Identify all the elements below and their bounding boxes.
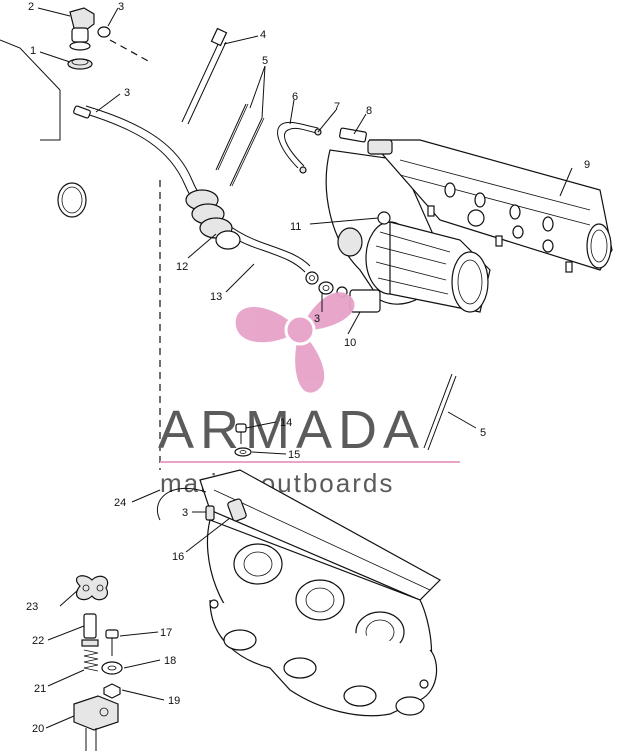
elbow-fitting	[69, 7, 95, 51]
washer-nut	[305, 271, 334, 295]
callout-17: 17	[160, 627, 172, 639]
callout-24: 24	[114, 497, 126, 509]
nut	[103, 683, 121, 699]
callout-3: 3	[314, 313, 320, 325]
callout-3: 3	[124, 87, 130, 99]
callout-20: 20	[32, 723, 44, 735]
callout-4: 4	[260, 29, 266, 41]
oil-line	[73, 105, 311, 273]
wire-set-bottom	[423, 373, 457, 451]
spring	[83, 649, 99, 672]
screw	[105, 629, 119, 656]
wire-set-top	[215, 103, 265, 187]
leader-lines	[37, 7, 573, 729]
callout-21: 21	[34, 683, 46, 695]
lock-washer	[101, 661, 123, 675]
callout-14: 14	[280, 417, 292, 429]
brand-name: ARMADA	[158, 400, 425, 460]
callout-15: 15	[288, 449, 300, 461]
gasket	[75, 575, 109, 601]
callout-22: 22	[32, 635, 44, 647]
dipstick	[181, 27, 228, 125]
oil-cap	[67, 58, 93, 70]
callout-5: 5	[262, 55, 268, 67]
o-ring	[57, 182, 87, 218]
washer	[234, 447, 252, 457]
callout-5: 5	[480, 427, 486, 439]
callout-19: 19	[168, 695, 180, 707]
callout-23: 23	[26, 601, 38, 613]
callout-2: 2	[28, 1, 34, 13]
callout-11: 11	[290, 221, 301, 233]
callout-13: 13	[210, 291, 222, 303]
callout-8: 8	[366, 105, 372, 117]
hose-fitting	[339, 127, 367, 143]
callout-1: 1	[30, 45, 36, 57]
carburetor-assembly	[156, 469, 441, 717]
brand-logo	[235, 292, 355, 393]
primer-body	[73, 695, 119, 751]
oil-tank	[0, 39, 161, 470]
grommet	[97, 26, 111, 38]
primer-valve	[81, 613, 99, 647]
callout-12: 12	[176, 261, 188, 273]
callout-7: 7	[334, 101, 340, 113]
callout-18: 18	[164, 655, 176, 667]
vent-hose	[277, 121, 322, 174]
callout-16: 16	[172, 551, 184, 563]
callout-labels: 2 1 3 3 4 5 6 7 8 9 11 12 13 3 10 5 14 1…	[26, 1, 590, 735]
callout-10: 10	[344, 337, 356, 349]
callout-3: 3	[182, 507, 188, 519]
callout-9: 9	[584, 159, 590, 171]
callout-3: 3	[118, 1, 124, 13]
flame-arrestor	[336, 211, 491, 313]
callout-6: 6	[292, 91, 298, 103]
